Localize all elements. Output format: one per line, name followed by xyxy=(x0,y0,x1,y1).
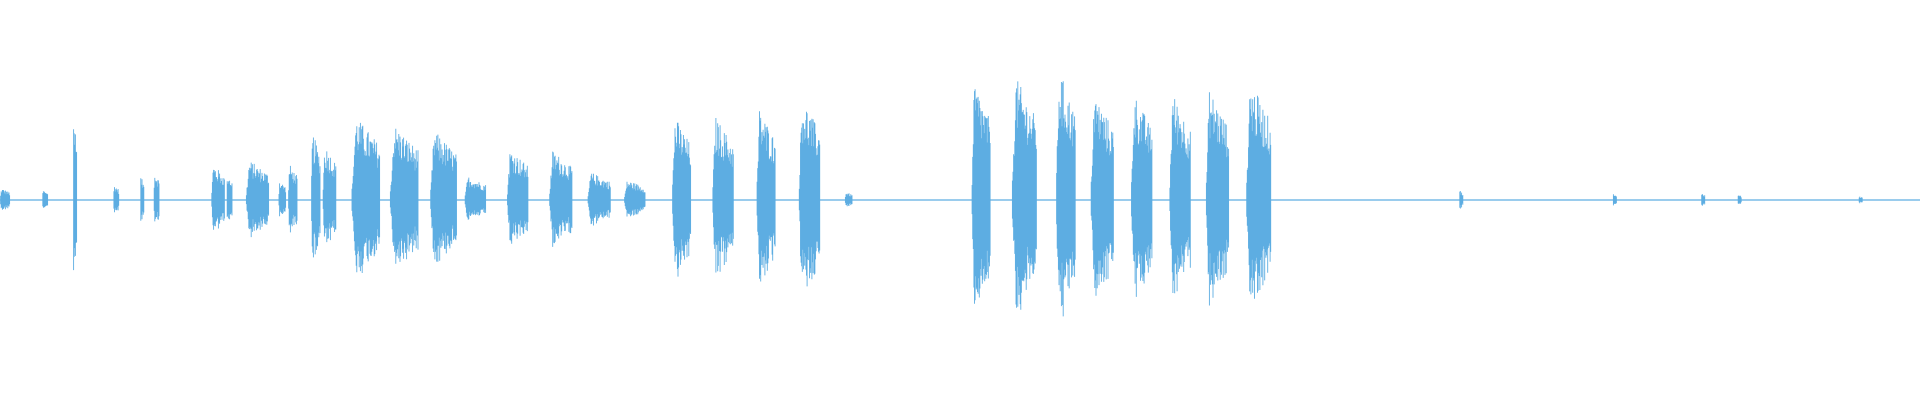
waveform-segment xyxy=(624,181,646,217)
waveform-segment xyxy=(211,169,225,230)
waveform-segment xyxy=(798,111,821,287)
waveform-segment xyxy=(311,137,321,258)
waveform-segment xyxy=(587,173,611,226)
waveform-segment xyxy=(1131,100,1153,297)
waveform-segment xyxy=(153,177,160,222)
waveform-segment xyxy=(971,89,991,304)
waveform-segment xyxy=(140,178,145,221)
waveform-segment xyxy=(351,122,381,273)
waveform-segment xyxy=(1737,195,1742,204)
waveform-segment xyxy=(1612,194,1617,206)
waveform-segment xyxy=(288,165,298,233)
waveform-segment xyxy=(73,129,78,271)
waveform-segment xyxy=(844,193,853,207)
waveform-segment xyxy=(245,162,270,238)
waveform-segment xyxy=(756,111,776,282)
waveform-segment xyxy=(1858,196,1863,204)
waveform-segment xyxy=(1246,95,1272,299)
waveform-segment xyxy=(507,154,529,244)
waveform-segment xyxy=(1459,191,1464,209)
waveform-segment xyxy=(712,118,734,273)
waveform-segment xyxy=(226,180,233,220)
waveform-segment xyxy=(113,187,120,213)
waveform-segment xyxy=(0,190,11,210)
waveform-segment xyxy=(1056,81,1076,317)
waveform-segment xyxy=(1205,92,1230,306)
waveform-segments xyxy=(0,81,1863,317)
waveform-segment xyxy=(278,183,287,217)
waveform-segment xyxy=(464,177,487,220)
waveform-segment xyxy=(1701,194,1706,206)
waveform-segment xyxy=(42,191,49,208)
waveform-segment xyxy=(430,134,457,262)
waveform-segment xyxy=(1011,81,1037,310)
waveform-segment xyxy=(1090,104,1114,296)
waveform-segment xyxy=(1169,99,1191,294)
waveform-segment xyxy=(672,122,692,277)
waveform-segment xyxy=(322,151,337,243)
waveform-segment xyxy=(549,151,573,247)
waveform-segment xyxy=(389,128,419,264)
